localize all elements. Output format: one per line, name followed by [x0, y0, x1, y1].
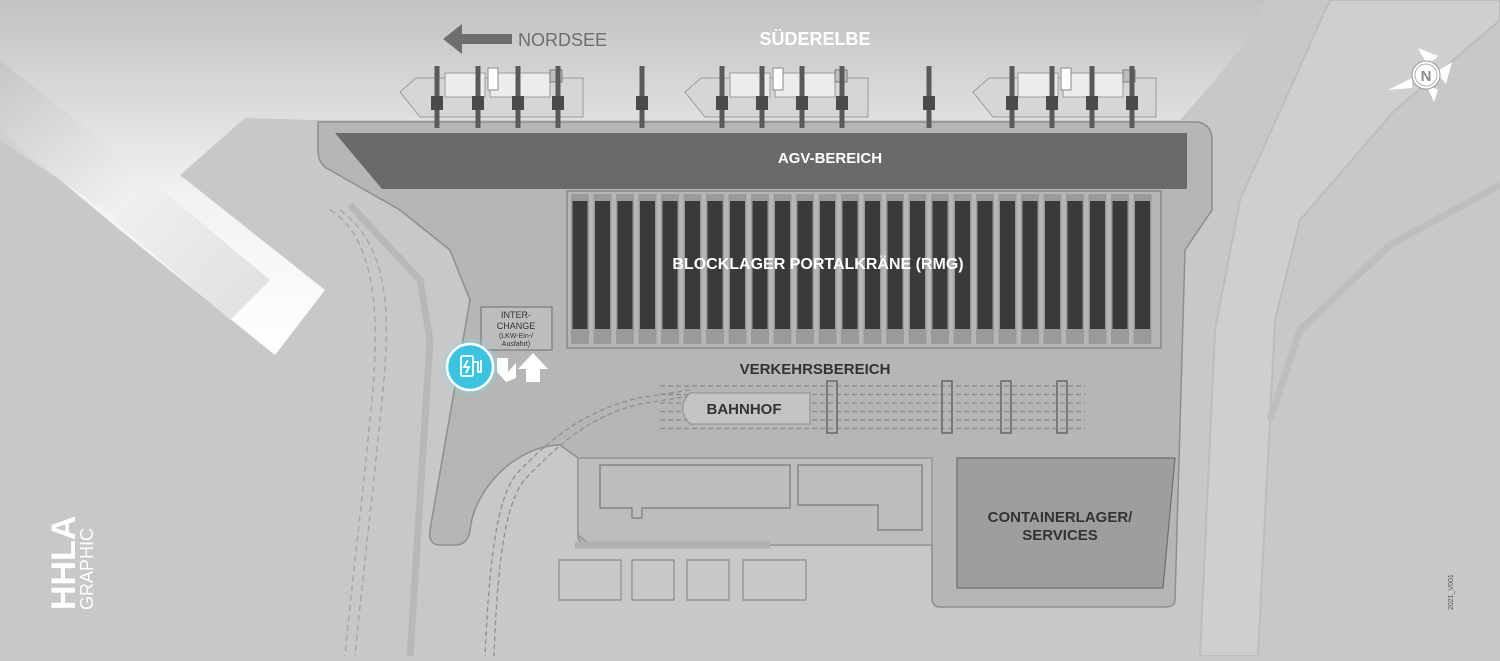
- rail-left-dashed-2: [339, 209, 387, 657]
- quay-cranes: [431, 66, 1138, 128]
- quay-crane-body: [1126, 96, 1138, 110]
- canal-right: [1198, 0, 1500, 657]
- compass-label: N: [1421, 68, 1432, 85]
- quay-crane-body: [836, 96, 848, 110]
- block-stack: [1090, 201, 1105, 329]
- block-stack: [617, 201, 633, 329]
- interchange-label-4: Ausfahrt): [502, 341, 530, 348]
- block-stack: [842, 201, 858, 329]
- agv-label: AGV-BEREICH: [778, 150, 882, 167]
- agv-area[interactable]: [335, 133, 1187, 189]
- water-suederelbe: [0, 0, 1265, 355]
- containerlager-label-2: SERVICES: [1022, 527, 1098, 544]
- block-stack: [1022, 201, 1038, 329]
- block-stack: [1067, 201, 1083, 329]
- quay-crane-body: [431, 96, 443, 110]
- truck-exit-arrow-icon: [518, 353, 548, 382]
- ship-bridge: [1060, 67, 1072, 91]
- truck-entry-arrow-icon: [497, 358, 516, 382]
- parking-3: [686, 559, 730, 601]
- ship-bridge: [487, 67, 499, 91]
- quay-crane-body: [512, 96, 524, 110]
- quay-crane-body: [472, 96, 484, 110]
- block-stack: [685, 201, 700, 329]
- interchange-label-3: (LKW-Ein-/: [499, 333, 533, 340]
- interchange-label-2: CHANGE: [497, 321, 536, 331]
- block-stack: [797, 201, 813, 329]
- road-left: [347, 202, 434, 657]
- rail-crane: [941, 380, 953, 434]
- compass-north-icon: [1388, 48, 1452, 102]
- road-right: [1266, 181, 1500, 422]
- blocklager-blocks[interactable]: [571, 194, 1152, 344]
- ship-bridge: [772, 67, 784, 91]
- block-stack: [977, 201, 993, 329]
- block-stack: [730, 201, 745, 329]
- block-stack: [910, 201, 925, 329]
- water-harbour-arm: [0, 60, 270, 320]
- quay-crane-body: [1046, 96, 1058, 110]
- block-stack: [932, 201, 948, 329]
- verkehr-label: VERKEHRSBEREICH: [740, 361, 891, 378]
- bahnhof-pill[interactable]: [682, 392, 811, 425]
- quay-crane-body: [796, 96, 808, 110]
- interchange-box[interactable]: [480, 306, 553, 351]
- quay-crane-body: [716, 96, 728, 110]
- ev-charging-icon: [460, 355, 482, 377]
- interchange-label-1: INTER-: [501, 310, 531, 320]
- rail-crane: [826, 380, 838, 434]
- bahnhof-spur-2: [493, 395, 691, 657]
- nordsee-label: NORDSEE: [518, 30, 607, 50]
- rail-crane: [1056, 380, 1068, 434]
- block-stack: [572, 201, 588, 329]
- block-stack: [1135, 201, 1150, 329]
- quay-crane-body: [636, 96, 648, 110]
- containerlager-area[interactable]: [956, 457, 1176, 589]
- parking-1: [558, 559, 622, 601]
- block-stack: [955, 201, 970, 329]
- suederelbe-label: SÜDERELBE: [759, 29, 870, 49]
- containerlager-label-1: CONTAINERLAGER/: [988, 509, 1134, 526]
- block-stack: [865, 201, 880, 329]
- rail-crane: [1000, 380, 1012, 434]
- bahnhof-label: BAHNHOF: [707, 401, 782, 418]
- bahnhof-spur: [484, 389, 691, 657]
- block-stack: [662, 201, 678, 329]
- block-stack: [595, 201, 610, 329]
- block-stack: [640, 201, 655, 329]
- quay-crane-body: [1006, 96, 1018, 110]
- block-stack: [1045, 201, 1060, 329]
- block-stack: [707, 201, 723, 329]
- building-1: [599, 464, 791, 519]
- ship-container-stack: [774, 72, 836, 98]
- block-stack: [887, 201, 903, 329]
- bahnhof-tracks: [660, 385, 1085, 430]
- rail-cranes: [826, 380, 1068, 434]
- parking-4: [742, 559, 807, 601]
- parking-2: [631, 559, 675, 601]
- quay-crane-body: [1086, 96, 1098, 110]
- blocklager-label: BLOCKLAGER PORTALKRÄNE (RMG): [672, 255, 963, 273]
- version-label: 2021_V001: [1448, 574, 1455, 610]
- block-stack: [775, 201, 790, 329]
- quay-crane-body: [756, 96, 768, 110]
- block-stack: [1000, 201, 1015, 329]
- quay-crane-body: [552, 96, 564, 110]
- hhla-logo-sub: GRAPHIC: [77, 528, 97, 610]
- hhla-logo: HHLA: [45, 516, 83, 610]
- arrow-left-icon: [443, 24, 512, 54]
- blocklager-frame: [566, 190, 1162, 349]
- block-stack: [1112, 201, 1128, 329]
- building-2: [797, 464, 923, 531]
- rail-left-dashed: [329, 209, 376, 657]
- quay-crane-body: [923, 96, 935, 110]
- block-stack: [820, 201, 835, 329]
- block-stack: [752, 201, 768, 329]
- lower-building-zone: [577, 457, 933, 546]
